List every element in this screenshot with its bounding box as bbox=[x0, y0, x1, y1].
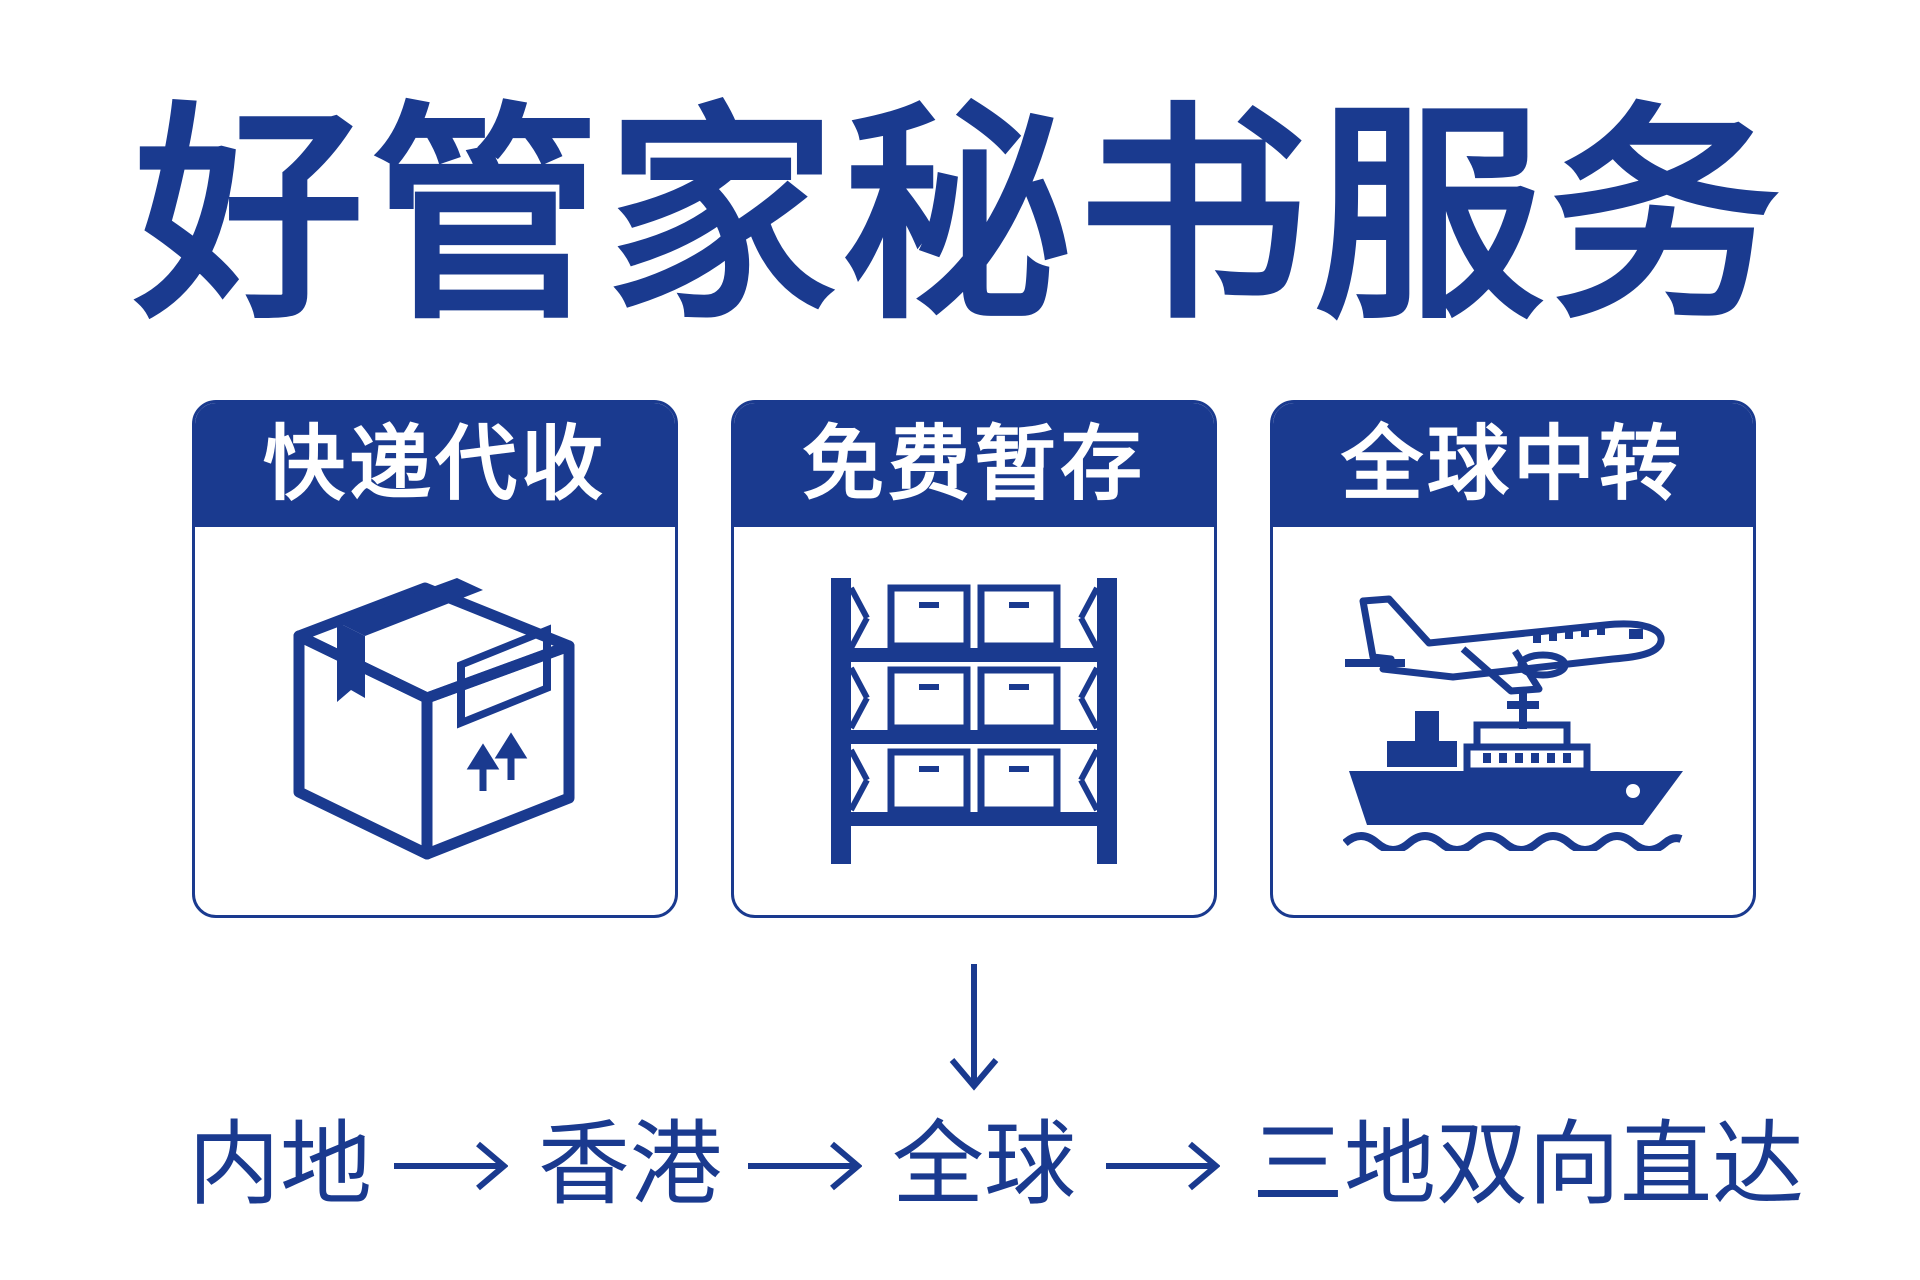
route-flow: 内地 香港 全球 三地双向直达 bbox=[0, 1110, 1920, 1220]
route-step-mainland: 内地 bbox=[188, 1111, 373, 1218]
route-step-global: 全球 bbox=[892, 1111, 1077, 1218]
card-title: 免费暂存 bbox=[734, 403, 1214, 527]
card-title: 全球中转 bbox=[1273, 403, 1753, 527]
route-step-hongkong: 香港 bbox=[538, 1111, 723, 1218]
arrow-right-icon bbox=[394, 1141, 508, 1191]
arrow-right-icon bbox=[1106, 1141, 1220, 1191]
service-card-global-transit: 全球中转 bbox=[1270, 400, 1756, 918]
airplane-ship-icon bbox=[1273, 527, 1753, 915]
card-title: 快递代收 bbox=[195, 403, 675, 527]
page-title: 好管家秘书服务 bbox=[133, 84, 1786, 351]
package-box-icon bbox=[195, 527, 675, 915]
route-step-direct: 三地双向直达 bbox=[1252, 1111, 1805, 1218]
service-card-express-receive: 快递代收 bbox=[192, 400, 678, 918]
arrow-down-icon bbox=[949, 964, 999, 1091]
arrow-right-icon bbox=[748, 1141, 862, 1191]
storage-shelf-icon bbox=[734, 527, 1214, 915]
service-card-free-storage: 免费暂存 bbox=[731, 400, 1217, 918]
